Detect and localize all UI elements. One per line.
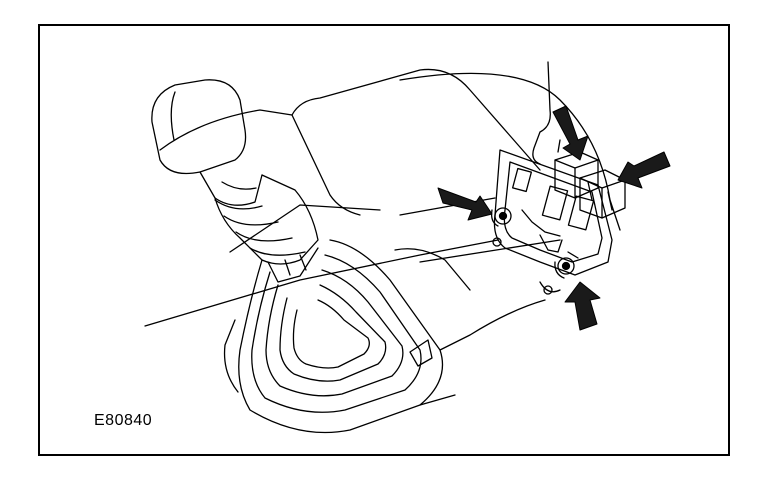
arrow-icon — [437, 187, 493, 221]
boot-base-detail — [492, 237, 561, 295]
arrow-icon — [552, 105, 589, 161]
shifter-stem — [214, 174, 319, 283]
bracket-assembly — [493, 149, 613, 276]
bolt-right — [557, 257, 575, 275]
switch-blocks — [554, 151, 626, 219]
wiring-lead — [532, 61, 561, 165]
fastener-bolts — [490, 207, 575, 279]
gear-knob — [151, 79, 263, 206]
arrow-icon — [617, 151, 671, 189]
arrow-icon — [564, 281, 601, 331]
figure-id-label: E80840 — [94, 412, 153, 429]
gear-boot — [223, 239, 546, 434]
diagram-frame — [38, 24, 730, 456]
console-outline — [144, 68, 621, 327]
bolt-left — [494, 207, 512, 225]
